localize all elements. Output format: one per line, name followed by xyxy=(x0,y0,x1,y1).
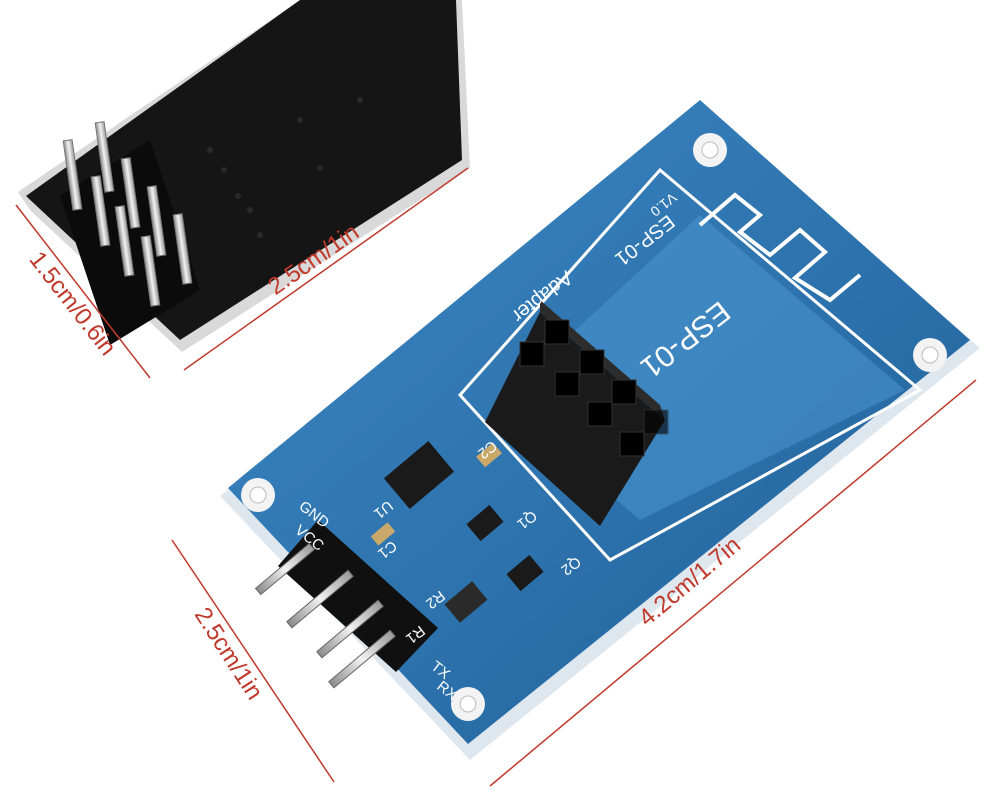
esp01-module xyxy=(18,0,470,352)
module-pins xyxy=(62,121,193,307)
capacitor-c2 xyxy=(476,442,502,468)
module-vias xyxy=(207,97,363,238)
smd-components xyxy=(370,441,544,623)
mounting-holes xyxy=(241,133,947,721)
transistor-q2 xyxy=(506,554,544,592)
transistor-q1 xyxy=(466,504,504,542)
regulator-u1 xyxy=(383,441,455,509)
female-header xyxy=(485,300,669,526)
dim-line-small-width xyxy=(183,167,469,371)
dim-line-board-length xyxy=(489,379,977,787)
capacitor-c1 xyxy=(370,522,396,546)
dim-line-small-height xyxy=(15,204,151,379)
module-outline xyxy=(457,167,923,562)
dimension-lines xyxy=(15,167,977,787)
dim-line-board-width xyxy=(171,539,335,783)
adapter-pins xyxy=(254,520,438,689)
resistor-array xyxy=(444,581,488,623)
antenna-trace xyxy=(698,192,862,303)
adapter-board: ESP-01 ESP-01 V1.0 Adapter C2 C1 U1 Q1 Q… xyxy=(220,100,980,760)
